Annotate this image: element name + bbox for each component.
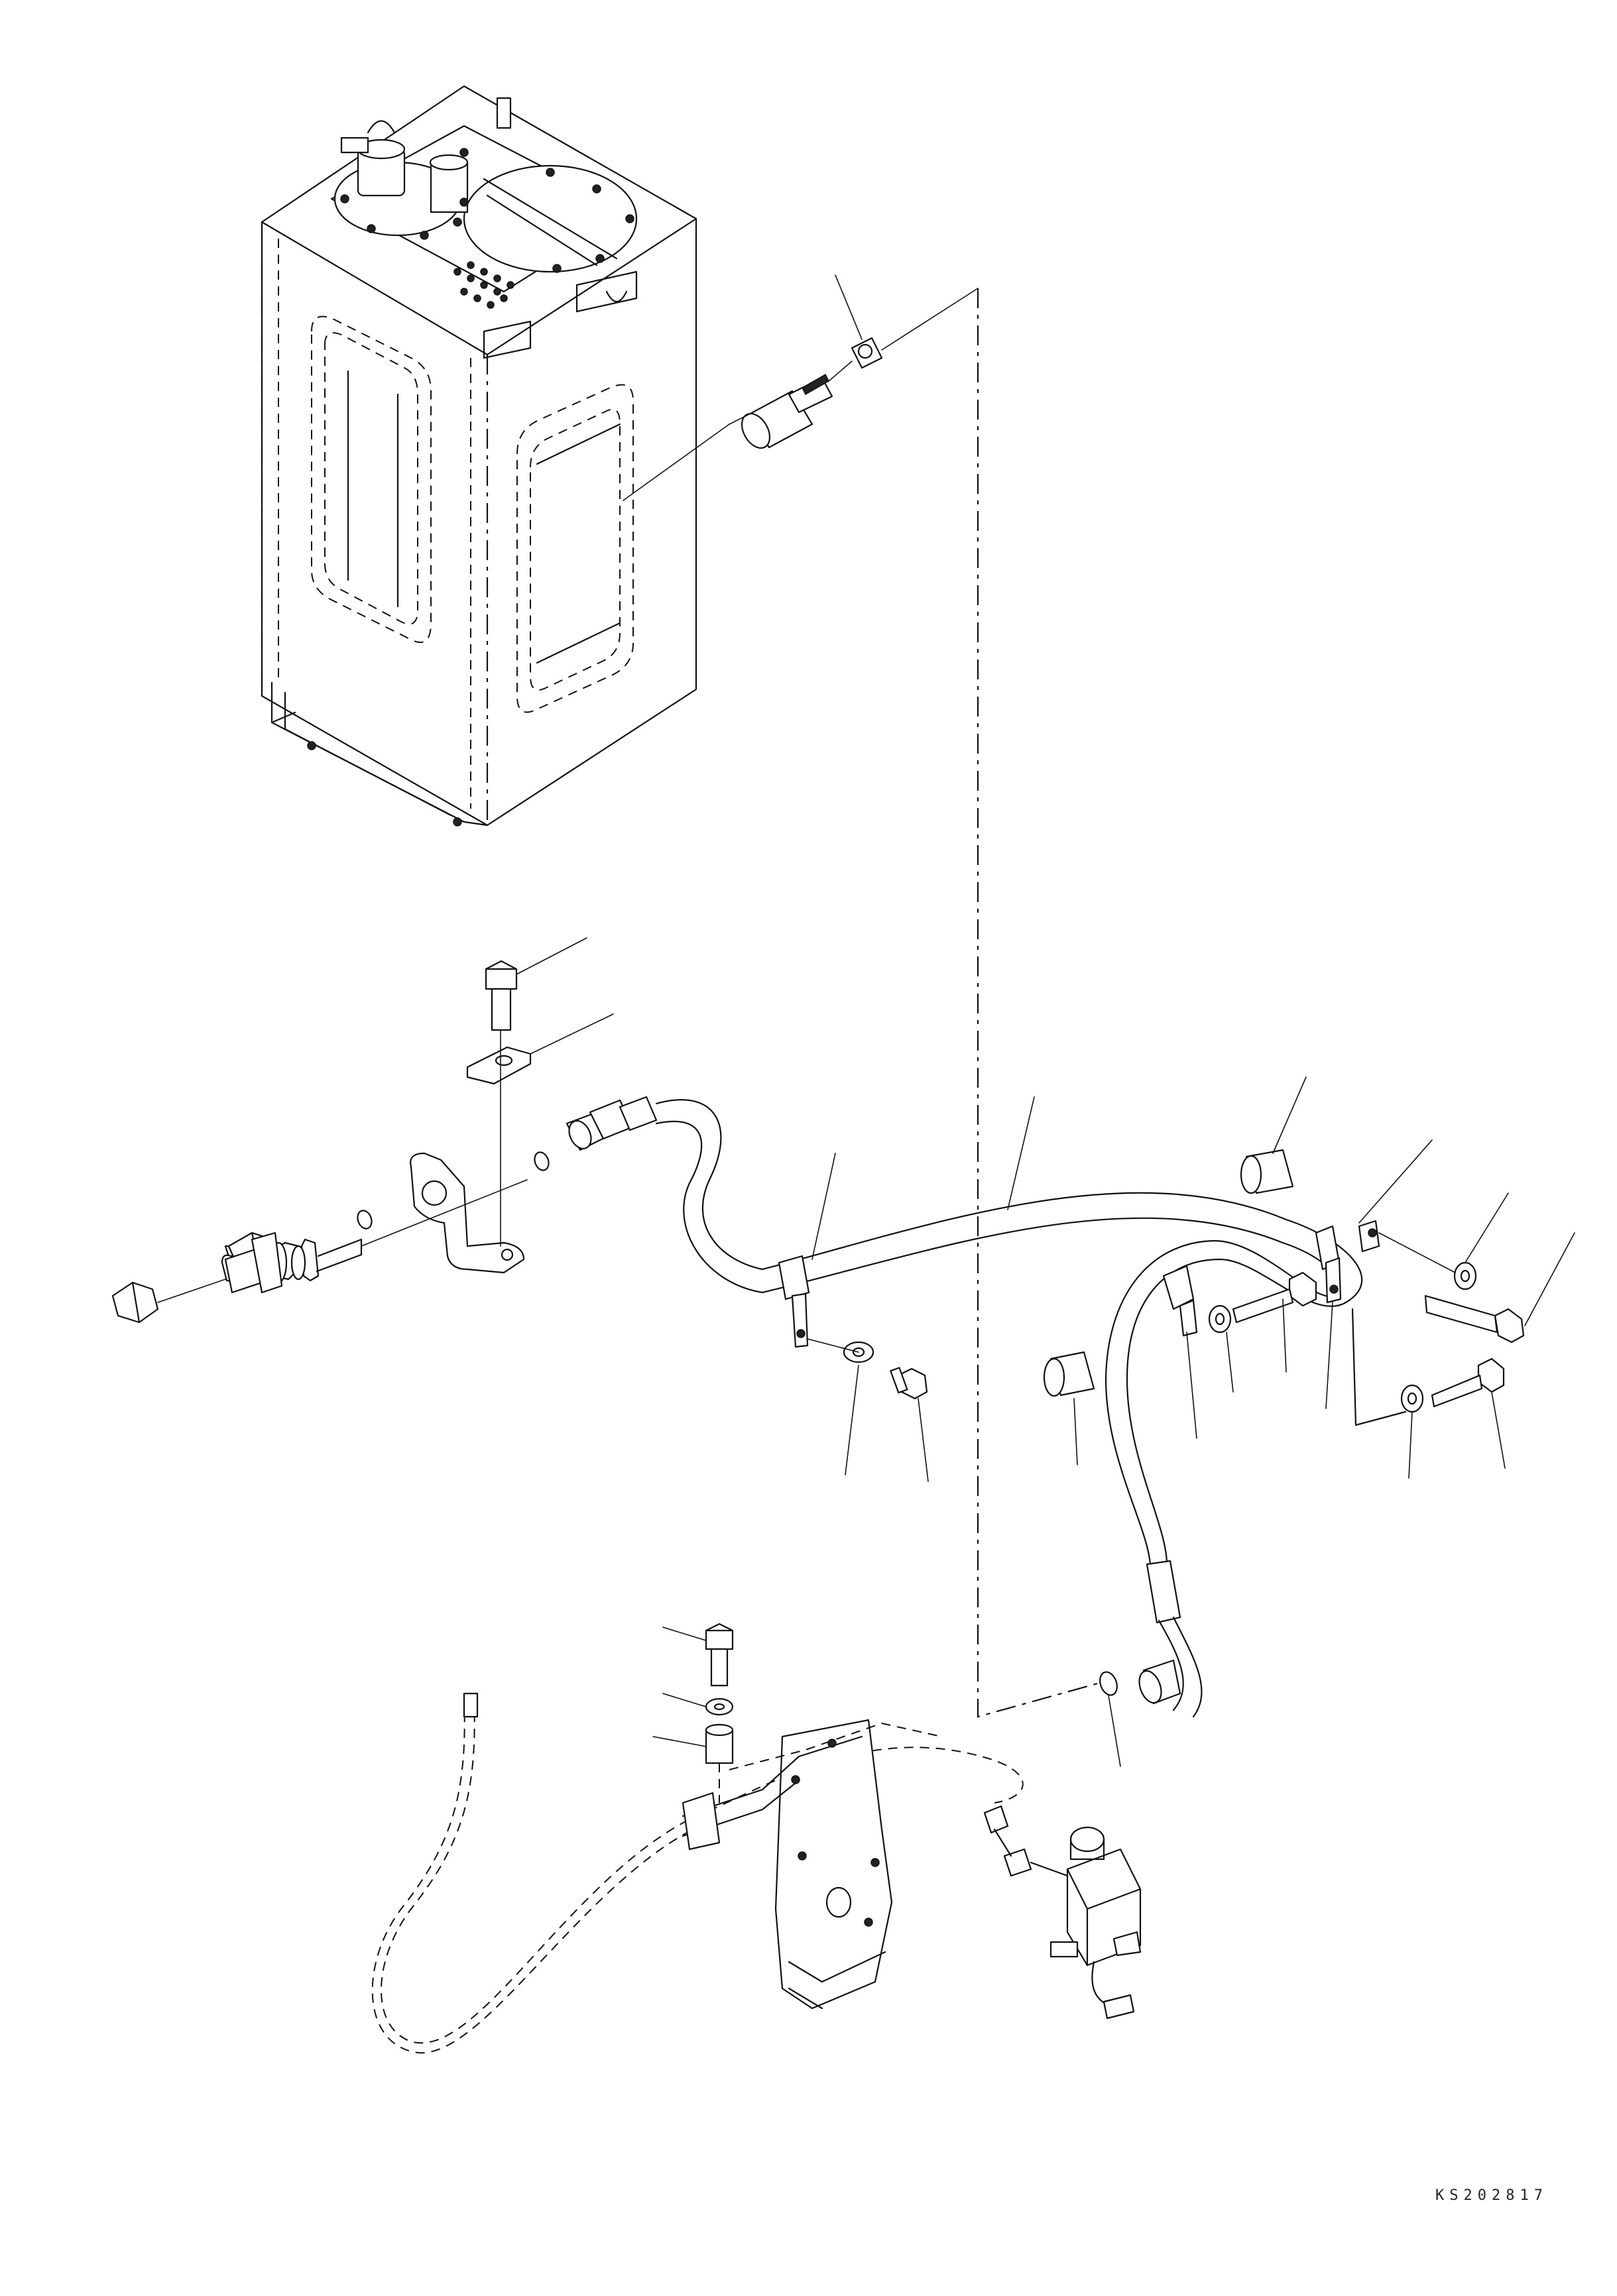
main-hose bbox=[566, 1096, 1288, 1482]
routing-centerline bbox=[977, 288, 1098, 1718]
pedal-valve-assembly bbox=[371, 1623, 1142, 2054]
pressure-sensor-assembly bbox=[729, 274, 979, 449]
hydraulic-tank bbox=[261, 85, 730, 827]
drawing-code: KS202817 bbox=[1435, 2187, 1548, 2204]
secondary-hose bbox=[1007, 1076, 1575, 1767]
bracket-assembly bbox=[111, 937, 614, 1324]
